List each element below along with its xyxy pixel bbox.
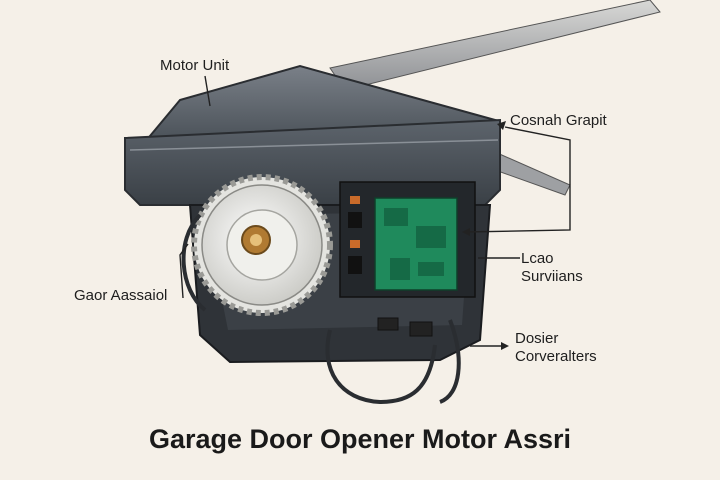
label-limit-line-1: Lcao [521, 250, 554, 267]
label-limit-switches: Lcao Surviians [521, 250, 583, 286]
label-power-connectors: Dosier Corveralters [515, 330, 597, 366]
wiring [181, 213, 461, 405]
label-gear-assembly: Gaor Aassaiol [74, 287, 168, 304]
label-power-line-1: Dosier [515, 330, 559, 347]
circuit-board [339, 181, 476, 298]
label-control-board: Cosnah Grapit [510, 112, 607, 129]
leader-lines [179, 75, 571, 347]
gear [191, 174, 333, 316]
page-title: Garage Door Opener Motor Assri [148, 424, 572, 454]
label-limit-line-2: Surviians [521, 268, 583, 285]
arrow-markers [462, 121, 509, 350]
label-power-line-2: Corveralters [515, 348, 597, 365]
label-motor-unit: Motor Unit [160, 57, 230, 74]
